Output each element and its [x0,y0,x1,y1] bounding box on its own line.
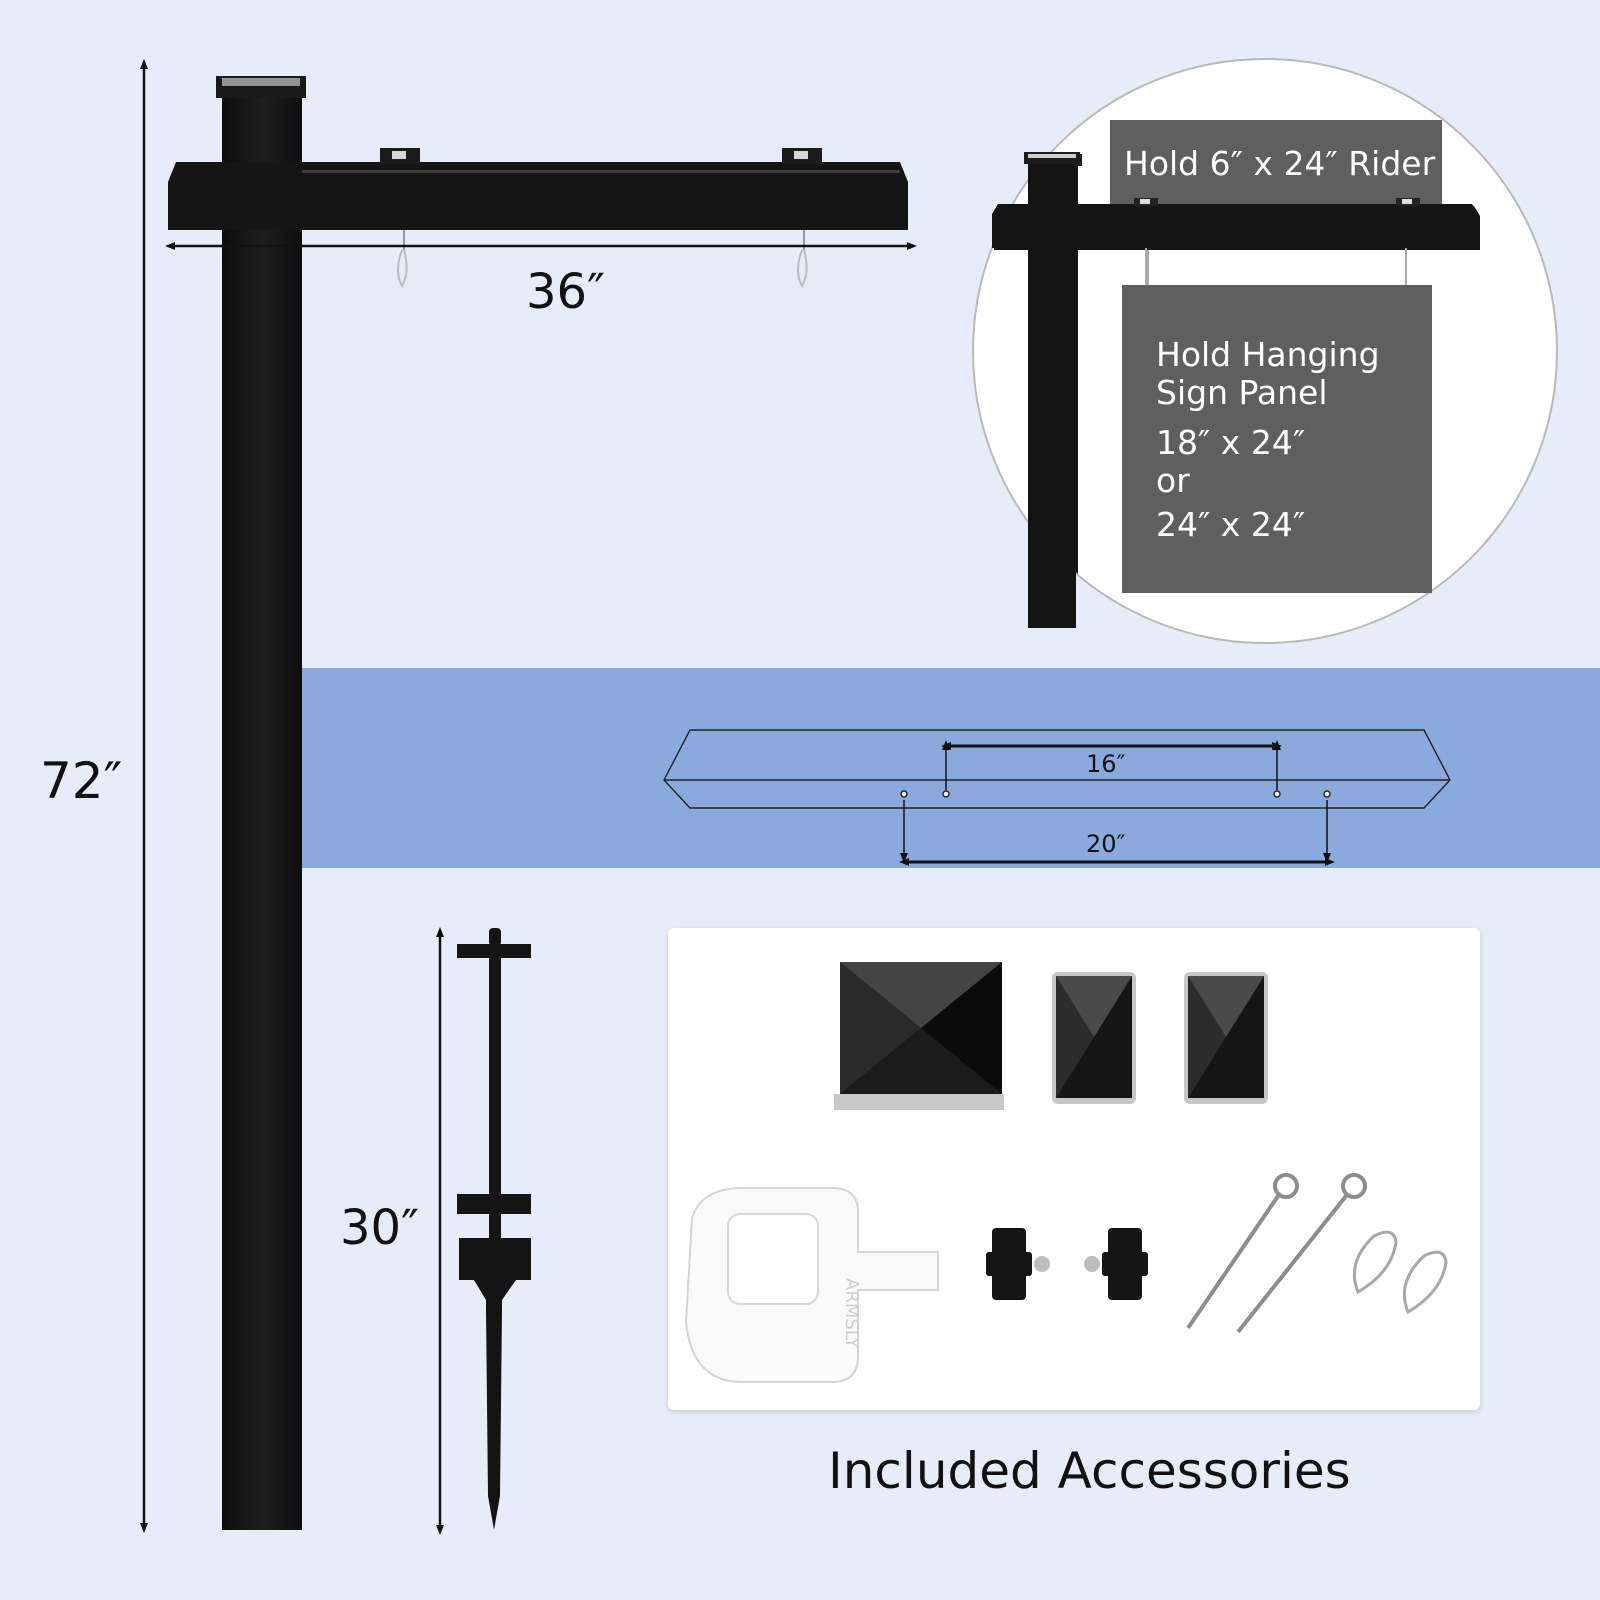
accessories-illustration: ARMSLY [684,962,1448,1383]
panel-or: or [1156,461,1190,500]
outer-spacing-label: 20″ [1086,830,1126,858]
panel-label: Hold Hanging Sign Panel 18″ x 24″ or 24″… [1156,336,1380,544]
panel-size-1: 18″ x 24″ [1156,423,1306,462]
highlight-band [300,668,1600,868]
s-hook-icon [1352,1230,1448,1315]
arm-hole-detail [663,729,1451,809]
panel-size-2: 24″ x 24″ [1156,505,1306,544]
panel-line-2: Sign Panel [1156,373,1328,412]
ground-stake [457,928,531,1530]
rider-sign [1110,120,1442,210]
small-post-cap-icon-2 [1184,972,1268,1104]
stake-dimension-label: 30″ [340,1200,420,1256]
post [222,78,302,1530]
sign-clip-icon-2 [1084,1228,1148,1300]
hanging-sign-panel [1122,285,1432,593]
small-post-cap-icon [1052,972,1136,1104]
arm-dimension-label: 36″ [526,264,606,320]
sign-clip-icon [986,1228,1050,1300]
height-dimension-label: 72″ [40,752,123,810]
accessories-panel: ARMSLY [668,928,1480,1410]
arm [168,162,908,230]
bracket-imprint: ARMSLY [841,1278,862,1349]
accessories-title: Included Accessories [828,1442,1351,1500]
rider-label: Hold 6″ x 24″ Rider [1124,144,1436,183]
eye-bolt-icon [1186,1173,1367,1334]
large-post-cap-icon [834,962,1004,1110]
panel-line-1: Hold Hanging [1156,335,1380,374]
inner-spacing-label: 16″ [1086,750,1126,778]
mounting-bracket-icon [684,1187,939,1383]
